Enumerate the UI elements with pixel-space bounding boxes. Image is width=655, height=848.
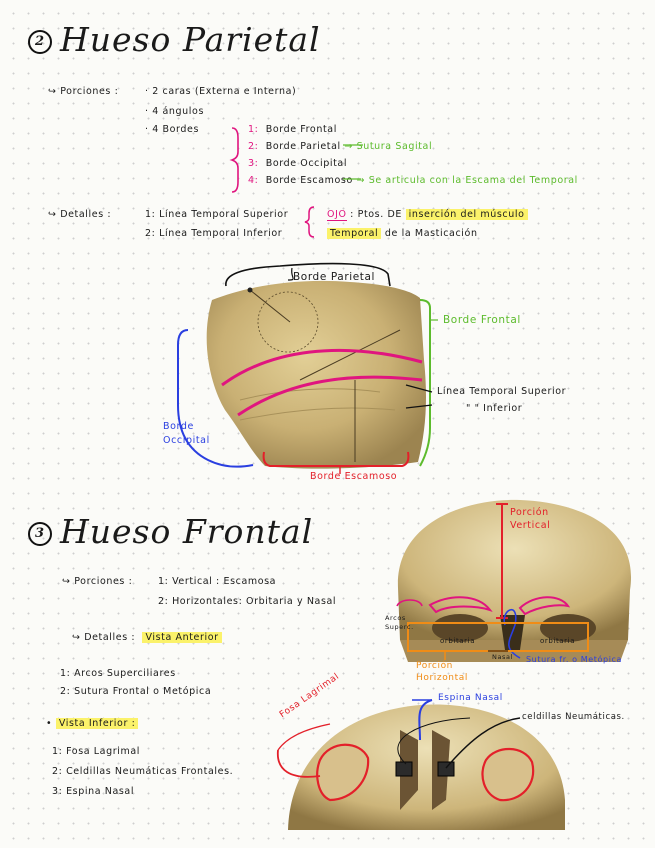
porciones-item-3: · 4 Bordes [145, 124, 199, 135]
vista-inferior-heading: • Vista Inferior : [46, 718, 139, 729]
porciones-label: ↪ Porciones : [48, 86, 119, 97]
anterior-item-1: 1: Arcos Superciliares [60, 668, 176, 679]
label-sutura-metopica: Sutura fr. o Metópica [526, 655, 623, 664]
detalle-2: 2: Línea Temporal Inferior [145, 228, 283, 239]
anterior-item-2: 2: Sutura Frontal o Metópica [60, 686, 212, 697]
label-linea-temporal-inferior: " " Inferior [466, 403, 523, 414]
label-espina-nasal: Espina Nasal [438, 693, 503, 703]
section-number-badge: 3 [28, 522, 52, 546]
frontal-bone-anterior [397, 499, 632, 640]
detalle-1: 1: Línea Temporal Superior [145, 209, 289, 220]
section-title-text: Hueso Frontal [60, 512, 314, 551]
label-orbitaria-right: orbitaria [540, 637, 576, 645]
inferior-item-1: 1: Fosa Lagrimal [52, 746, 140, 757]
label-nasal: Nasal [492, 653, 514, 661]
label-borde-frontal: Borde Frontal [443, 314, 521, 326]
frontal-porcion-2: 2: Horizontales: Orbitaria y Nasal [158, 596, 337, 607]
label-orbitaria-left: orbitaria [440, 637, 476, 645]
label-linea-temporal-superior: Línea Temporal Superior [437, 386, 567, 397]
label-porcion-vertical: Porción Vertical [510, 507, 551, 531]
label-porcion-horizontal: Porción Horizontal [416, 661, 468, 683]
label-borde-parietal: Borde Parietal [293, 271, 376, 283]
label-borde-escamoso: Borde Escamoso [310, 471, 398, 482]
inferior-item-2: 2: Celdillas Neumáticas Frontales. [52, 766, 234, 777]
section-number-badge: 2 [28, 30, 52, 54]
label-celdillas: celdillas Neumáticas. [522, 712, 625, 722]
borde-3: 3: Borde Occipital [248, 158, 348, 169]
ojo-note-line2: Temporal de la Masticación [327, 228, 478, 239]
borde-4: 4: Borde Escamoso → Se articula con la E… [248, 175, 578, 186]
label-borde-occipital: Borde Occipital [163, 421, 210, 446]
inferior-item-3: 3: Espina Nasal [52, 786, 135, 797]
frontal-porcion-1: 1: Vertical : Escamosa [158, 576, 277, 587]
label-arcos-superc: Arcos Superc. [385, 614, 414, 631]
parietal-bone [206, 280, 426, 469]
borde-1: 1: Borde Frontal [248, 124, 337, 135]
frontal-detalles: ↪ Detalles : Vista Anterior [72, 632, 222, 643]
section-parietal-title: 2 Hueso Parietal [28, 20, 321, 59]
borde-2: 2: Borde Parietal → Sutura Sagital [248, 141, 433, 152]
porciones-item-1: · 2 caras (Externa e Interna) [145, 86, 297, 97]
detalles-label: ↪ Detalles : [48, 209, 112, 220]
porciones-item-2: · 4 ángulos [145, 106, 204, 117]
ojo-note-line1: OJO : Ptos. DE inserción del músculo [327, 209, 528, 221]
frontal-porciones-label: ↪ Porciones : [62, 576, 133, 587]
section-title-text: Hueso Parietal [60, 20, 321, 59]
section-frontal-title: 3 Hueso Frontal [28, 512, 313, 551]
